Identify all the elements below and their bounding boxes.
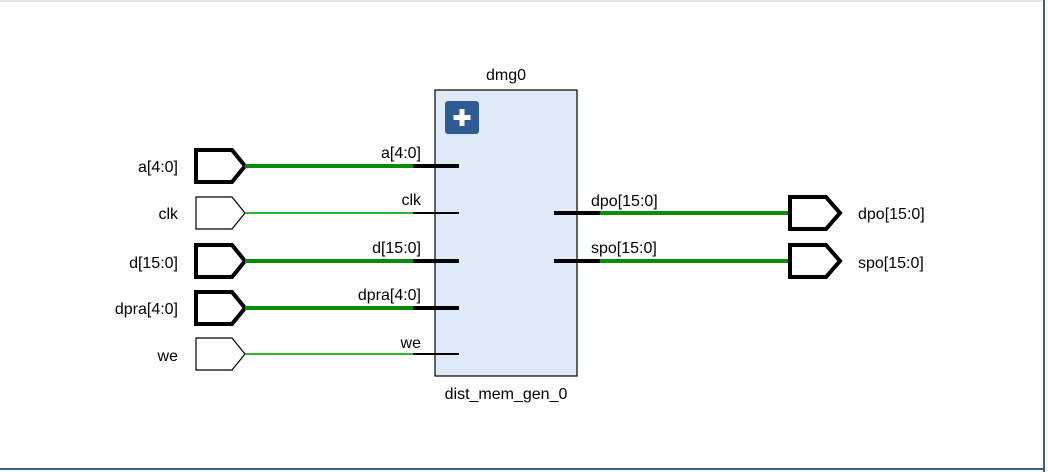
memory-block[interactable]: dmg0 dist_mem_gen_0 (434, 67, 578, 403)
input-port-shape-we[interactable] (195, 337, 246, 371)
output-port-label-dpo: dpo[15:0] (858, 206, 925, 223)
input-port-we[interactable]: we we (157, 335, 459, 371)
input-port-a[interactable]: a[4:0] a[4:0] (138, 145, 459, 184)
output-pin-label-dpo: dpo[15:0] (591, 193, 658, 210)
output-pin-label-spo: spo[15:0] (591, 240, 657, 257)
input-pin-label-we: we (400, 335, 422, 352)
plus-icon-vertical (459, 109, 465, 126)
input-port-label-dpra: dpra[4:0] (115, 301, 178, 318)
output-port-label-spo: spo[15:0] (858, 255, 924, 272)
output-port-dpo[interactable]: dpo[15:0] dpo[15:0] (554, 193, 925, 231)
output-port-spo[interactable]: spo[15:0] spo[15:0] (554, 240, 924, 279)
input-port-d[interactable]: d[15:0] d[15:0] (129, 240, 459, 279)
input-port-shape-d[interactable] (194, 243, 248, 279)
input-pin-label-d: d[15:0] (372, 240, 421, 257)
output-port-shape-dpo[interactable] (788, 195, 843, 231)
input-pin-label-dpra: dpra[4:0] (358, 287, 421, 304)
input-port-label-we: we (157, 348, 179, 365)
input-port-label-a: a[4:0] (138, 159, 178, 176)
input-port-dpra[interactable]: dpra[4:0] dpra[4:0] (115, 287, 459, 326)
input-port-shape-dpra[interactable] (194, 290, 248, 326)
input-port-label-clk: clk (158, 206, 179, 223)
input-ports: a[4:0] a[4:0] clk clk d[15:0] d[15:0] (115, 145, 459, 371)
plus-icon[interactable] (445, 101, 479, 134)
input-port-shape-a[interactable] (194, 148, 248, 184)
input-pin-label-clk: clk (401, 192, 422, 209)
output-port-shape-spo[interactable] (788, 243, 843, 279)
output-ports: dpo[15:0] dpo[15:0] spo[15:0] spo[15:0] (554, 193, 925, 279)
canvas-bottom-border (0, 468, 1045, 470)
input-port-clk[interactable]: clk clk (158, 192, 459, 230)
input-port-shape-clk[interactable] (195, 196, 246, 230)
instance-name-label: dmg0 (486, 67, 526, 84)
input-port-label-d: d[15:0] (129, 255, 178, 272)
canvas-top-border (0, 0, 1044, 2)
cell-name-label: dist_mem_gen_0 (445, 386, 568, 403)
input-pin-label-a: a[4:0] (381, 145, 421, 162)
canvas-right-border (1043, 0, 1045, 472)
memory-block-body[interactable] (434, 89, 578, 377)
